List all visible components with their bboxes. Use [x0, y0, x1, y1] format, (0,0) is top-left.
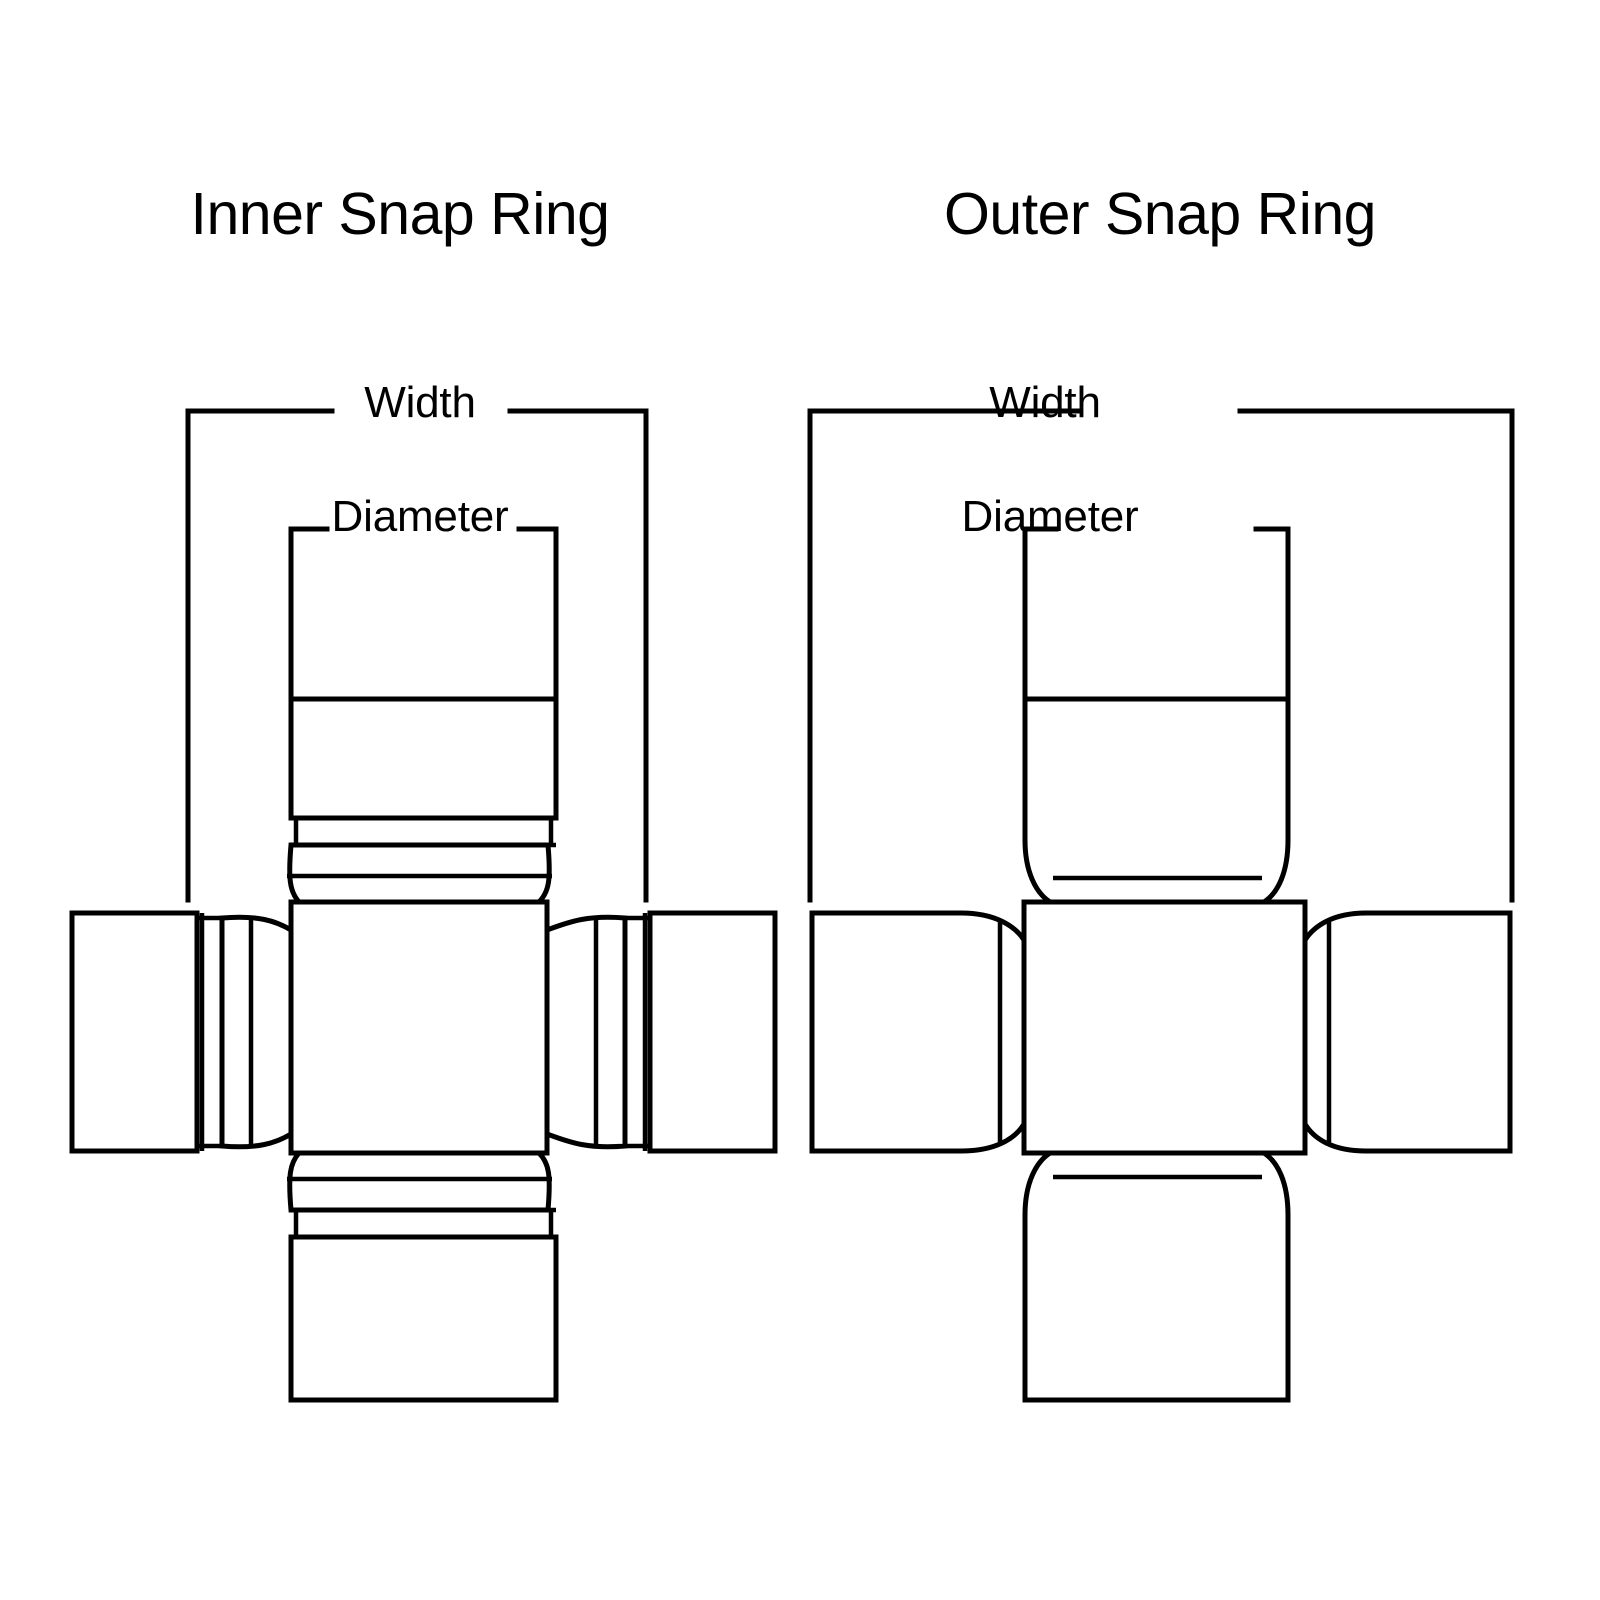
- right-arm-left: [544, 910, 778, 1154]
- diameter-label-outer: Diameter: [961, 492, 1139, 541]
- diameter-dimension-bracket-left: [288, 526, 559, 701]
- inner-snap-ring-figure: [69, 408, 778, 1403]
- width-label-inner: Width: [364, 378, 476, 427]
- center-body-left: [288, 899, 550, 1156]
- left-arm-left: [69, 910, 294, 1154]
- width-dimension-bracket-right: [807, 408, 1515, 903]
- panel-title-outer-snap-ring: Outer Snap Ring: [944, 181, 1376, 247]
- left-arm-right: [809, 910, 1027, 1154]
- outer-snap-ring-figure: [807, 408, 1515, 1403]
- top-arm-right: [1022, 696, 1291, 905]
- bottom-arm-left: [287, 1150, 559, 1403]
- diameter-dimension-bracket-right: [1022, 526, 1291, 701]
- bottom-arm-right: [1022, 1150, 1291, 1403]
- top-arm-left: [287, 696, 559, 905]
- panel-title-inner-snap-ring: Inner Snap Ring: [190, 181, 610, 247]
- right-arm-right: [1302, 910, 1513, 1154]
- width-dimension-bracket-left: [185, 408, 649, 903]
- width-label-outer: Width: [989, 378, 1101, 427]
- diameter-label-inner: Diameter: [331, 492, 509, 541]
- center-body-right: [1021, 899, 1308, 1156]
